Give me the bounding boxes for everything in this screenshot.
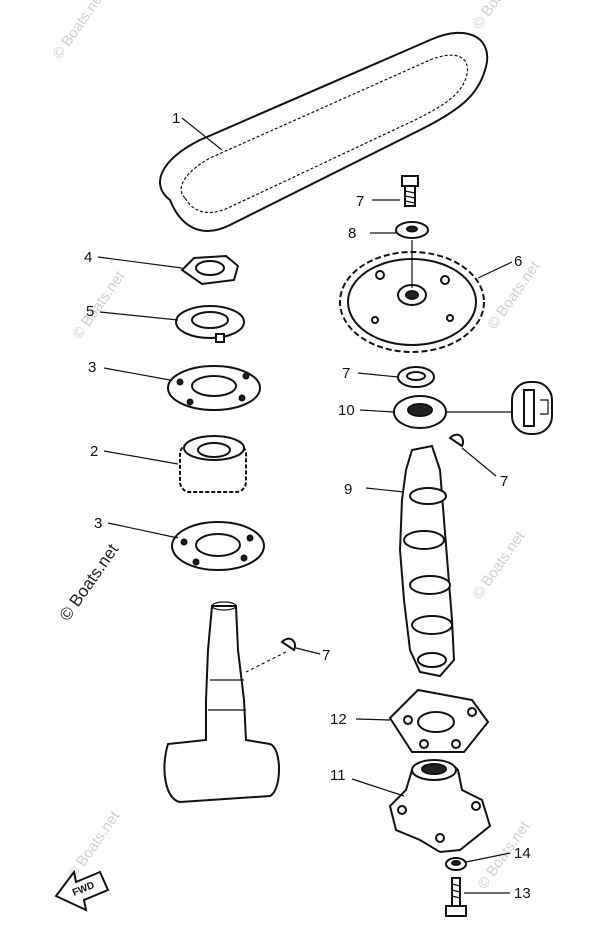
callout-16: 14 [514, 845, 531, 862]
leader-11 [365, 487, 405, 493]
sprocket-2 [179, 435, 247, 493]
gasket-14 [388, 688, 490, 753]
leader-8 [357, 372, 399, 378]
leader-13 [351, 778, 405, 797]
callout-7a: 7 [500, 473, 508, 490]
callout-3b: 3 [94, 515, 102, 532]
key-7-upper [448, 433, 464, 448]
fwd-arrow: FWD [54, 869, 110, 912]
callout-1: 1 [172, 110, 180, 127]
washer-16 [445, 857, 467, 871]
callout-10: 8 [348, 225, 356, 242]
plate-5 [175, 305, 245, 343]
leader-14 [355, 718, 391, 721]
bolt-15 [445, 877, 467, 917]
callout-4: 4 [84, 249, 92, 266]
callout-14: 12 [330, 711, 347, 728]
timing-belt [159, 31, 489, 232]
leader-2 [103, 450, 179, 465]
seal-8 [397, 366, 435, 388]
seal-12 [393, 381, 553, 435]
leader-16 [465, 852, 511, 863]
callout-3a: 3 [88, 359, 96, 376]
leader-7a [461, 447, 497, 477]
leader-3a [103, 367, 171, 381]
leader-4 [97, 256, 183, 269]
key-7-lower-dash [245, 651, 287, 673]
watermark: © Boats.net [49, 0, 108, 62]
watermark: © Boats.net [64, 807, 123, 882]
cam-pulley-6 [339, 251, 485, 353]
key-7-lower [280, 637, 296, 652]
callout-12: 10 [338, 402, 355, 419]
callout-9: 7 [356, 193, 364, 210]
leader-3b [107, 522, 179, 539]
housing-13 [388, 759, 492, 854]
callout-7b: 7 [322, 647, 330, 664]
leader-6 [477, 261, 513, 279]
callout-5: 5 [86, 303, 94, 320]
nut-4 [180, 254, 240, 286]
watermark-main: © Boats.net [56, 540, 123, 624]
bolt-9 [401, 175, 419, 207]
callout-2: 2 [90, 443, 98, 460]
callout-13: 11 [330, 767, 346, 784]
flange-3-upper [167, 365, 261, 411]
camshaft-11 [398, 444, 456, 678]
leader-12 [359, 409, 395, 413]
crankshaft [163, 601, 280, 804]
leader-5 [99, 311, 179, 321]
flange-3-lower [171, 521, 265, 571]
callout-11: 9 [344, 481, 352, 498]
callout-6: 6 [514, 253, 522, 270]
callout-15: 13 [514, 885, 531, 902]
watermark: © Boats.net [69, 267, 128, 342]
leader-1 [181, 117, 223, 151]
watermark: © Boats.net [469, 527, 528, 602]
callout-8: 7 [342, 365, 350, 382]
washer-10 [395, 221, 429, 239]
watermark: © Boats.net [469, 0, 528, 32]
leader-7b [295, 647, 321, 655]
